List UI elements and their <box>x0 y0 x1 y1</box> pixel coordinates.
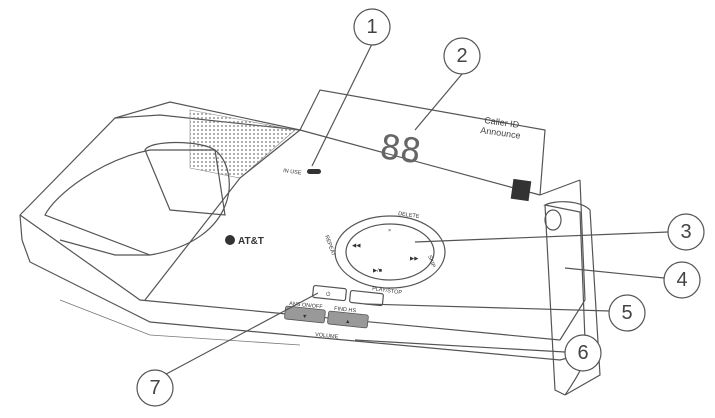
find-hs-label: FIND HS <box>334 306 357 314</box>
callout-1-label: 1 <box>366 16 377 38</box>
play-stop-label: PLAY/STOP <box>372 286 403 296</box>
callout-5-label: 5 <box>621 302 632 324</box>
callout-line-5 <box>364 303 611 312</box>
speaker-grille <box>189 109 296 179</box>
callout-line-6 <box>354 339 566 353</box>
volume-down-button[interactable] <box>284 305 326 324</box>
volume-down-icon: ▼ <box>302 314 307 320</box>
power-icon: ⏻ <box>326 291 331 298</box>
callout-line-4 <box>564 267 665 279</box>
delete-label: DELETE <box>398 211 420 220</box>
brand-label: AT&T <box>238 236 264 247</box>
digit-display: 88 <box>377 127 423 172</box>
callout-line-2 <box>414 73 463 131</box>
in-use-indicator: IN USE <box>283 168 321 177</box>
control-dial: DELETE REPEAT SKIP PLAY/STOP × ◀◀ ▶▶ ▶/■ <box>323 211 446 296</box>
skip-label: SKIP <box>426 255 436 269</box>
callout-lines <box>154 43 669 381</box>
delete-button[interactable]: × <box>388 228 391 234</box>
callout-7: 7 <box>136 369 174 407</box>
volume-up-button[interactable] <box>327 310 369 329</box>
callout-2-label: 2 <box>456 45 467 67</box>
callout-line-7 <box>154 292 319 381</box>
in-use-led <box>307 169 321 174</box>
callout-2: 2 <box>443 37 481 75</box>
callout-3: 3 <box>667 213 705 251</box>
ans-on-off-label: ANS ON/OFF <box>289 301 324 311</box>
repeat-button[interactable]: ◀◀ <box>352 243 361 249</box>
volume-label: VOLUME <box>315 332 339 340</box>
callout-4-label: 4 <box>676 269 687 291</box>
callout-5: 5 <box>608 294 646 332</box>
handset-cradle <box>44 141 230 256</box>
button-row: ⏻ ANS ON/OFF FIND HS ▼ ▲ VOLUME <box>284 284 384 340</box>
att-logo: AT&T <box>225 235 264 247</box>
energy-star-logo <box>510 178 532 202</box>
callout-7-label: 7 <box>149 377 160 399</box>
skip-button[interactable]: ▶▶ <box>410 256 419 262</box>
callout-1: 1 <box>353 8 391 46</box>
callout-line-3 <box>414 231 669 243</box>
caller-id-label-1: Caller ID <box>484 115 521 130</box>
in-use-label: IN USE <box>283 168 302 177</box>
panel-divider <box>144 129 301 301</box>
callout-4: 4 <box>663 261 701 299</box>
callout-6-label: 6 <box>577 342 588 364</box>
repeat-label: REPEAT <box>323 235 336 258</box>
display-housing: 88 Caller ID Announce <box>299 89 546 202</box>
volume-up-icon: ▲ <box>345 319 350 325</box>
callout-6: 6 <box>564 334 602 372</box>
power-button[interactable] <box>312 284 347 302</box>
callout-3-label: 3 <box>680 221 691 243</box>
callout-line-1 <box>311 43 373 167</box>
play-stop-button[interactable]: ▶/■ <box>373 268 382 274</box>
